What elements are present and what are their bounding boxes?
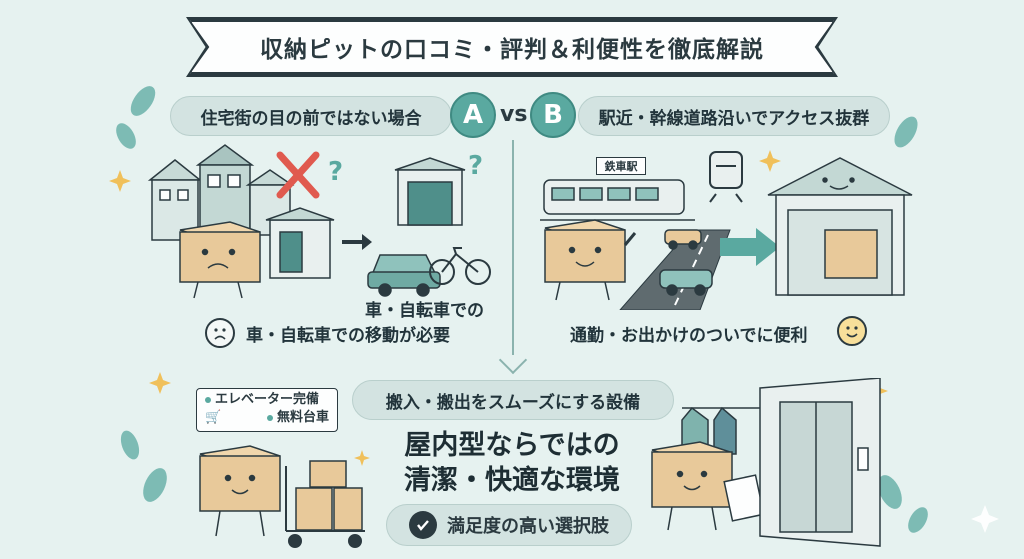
arrow-right-icon <box>720 228 780 266</box>
main-message: 屋内型ならではの 清潔・快適な環境 <box>392 428 632 498</box>
facility-note: エレベーター完備 🛒 無料台車 <box>196 388 338 432</box>
house-icon <box>147 159 203 241</box>
bullet-icon <box>205 397 211 404</box>
arrow-right-icon <box>342 234 372 250</box>
sad-box-character <box>179 221 261 299</box>
satisfaction-badge: 満足度の高い選択肢 <box>386 504 632 546</box>
leaf-icon <box>130 86 156 116</box>
cart-icon: 🛒 <box>205 410 222 426</box>
box-stack <box>295 460 363 531</box>
garage-icon <box>394 157 466 226</box>
car-icon <box>367 254 441 297</box>
storage-unit-icon <box>265 207 335 279</box>
tram-icon <box>709 151 743 203</box>
right-heading: 駅近・幹線道路沿いでアクセス抜群 <box>598 108 870 129</box>
main-message-line2: 清潔・快適な環境 <box>404 465 620 497</box>
document-icon <box>723 474 765 522</box>
title-banner: 収納ピットの口コミ・評判＆利便性を徹底解説 <box>190 20 834 74</box>
hand-truck-icon <box>285 466 365 548</box>
vs-label: vs <box>500 102 528 127</box>
note-item: 🛒 無料台車 <box>205 409 329 427</box>
note-item: エレベーター完備 <box>205 391 329 409</box>
leaf-icon <box>116 123 136 149</box>
left-illustration: ? ? <box>147 144 491 299</box>
house-icon <box>195 144 255 236</box>
leaf-icon <box>878 475 902 509</box>
badge-a: A <box>450 92 496 138</box>
left-caption-bottom: 車・自転車での移動が必要 <box>246 326 450 346</box>
sparkle-icon <box>971 505 999 533</box>
leaf-icon <box>143 468 167 502</box>
sad-face-icon <box>205 318 235 348</box>
happy-box-character <box>544 219 637 301</box>
left-heading-pill: 住宅街の目の前ではない場合 <box>170 96 452 136</box>
cart-illustration <box>199 445 365 548</box>
bottom-heading: 搬入・搬出をスムーズにする設備 <box>385 392 641 413</box>
left-heading: 住宅街の目の前ではない場合 <box>200 108 422 129</box>
question-mark-icon: ? <box>468 151 483 181</box>
station-sign: 鉄車駅 <box>596 157 646 175</box>
bottom-heading-pill: 搬入・搬出をスムーズにする設備 <box>352 380 674 420</box>
box-character <box>199 445 281 537</box>
right-caption: 通勤・お出かけのついでに便利 <box>570 326 808 346</box>
elevator-illustration <box>651 378 881 547</box>
bullet-icon <box>266 415 273 422</box>
badge-b: B <box>530 92 576 138</box>
car-icon <box>659 269 713 296</box>
satisfaction-label: 満足度の高い選択肢 <box>447 516 609 537</box>
car-icon <box>664 229 702 250</box>
box-character <box>651 441 733 531</box>
right-illustration <box>540 151 913 310</box>
leaf-icon <box>120 430 140 460</box>
warehouse-icon <box>767 157 913 296</box>
bicycle-icon <box>429 247 491 285</box>
question-mark-icon: ? <box>328 157 343 187</box>
check-icon <box>409 511 437 539</box>
sparkle-icon <box>109 170 131 192</box>
leaf-icon <box>894 116 918 148</box>
main-message-line1: 屋内型ならではの <box>404 430 620 461</box>
sparkle-icon <box>759 150 781 172</box>
page-title: 収納ピットの口コミ・評判＆利便性を徹底解説 <box>260 37 764 63</box>
left-caption-top: 車・自転車での <box>365 301 484 321</box>
smile-face-icon <box>837 316 867 346</box>
sparkle-icon <box>354 450 370 466</box>
train-icon <box>540 179 695 221</box>
leaf-icon <box>908 507 928 533</box>
center-divider <box>512 140 514 355</box>
elevator-icon <box>759 378 881 547</box>
cross-icon <box>276 151 320 199</box>
sparkle-icon <box>149 372 171 394</box>
right-heading-pill: 駅近・幹線道路沿いでアクセス抜群 <box>578 96 890 136</box>
